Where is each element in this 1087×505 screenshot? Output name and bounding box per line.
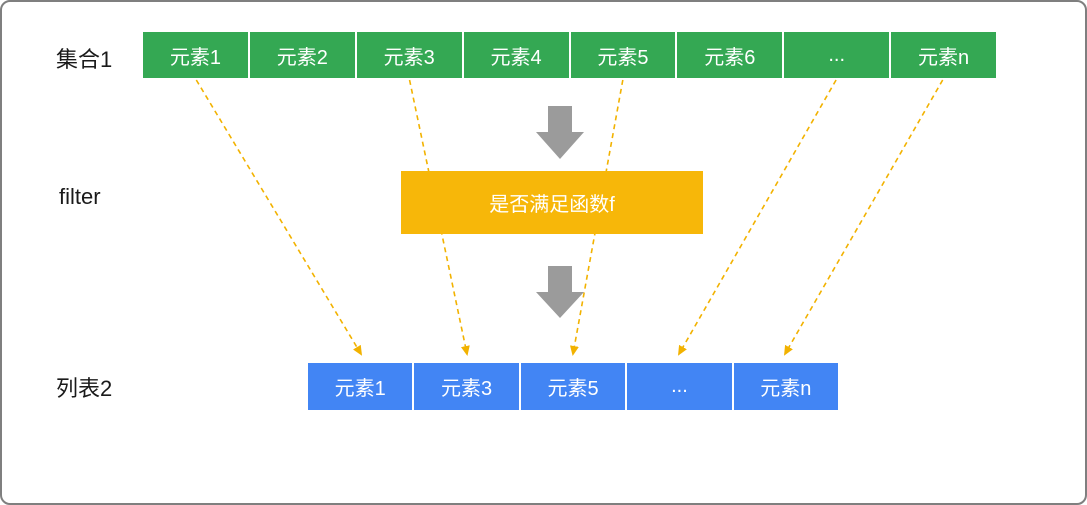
down-arrow-icon: [536, 106, 584, 159]
result-row-label: 列表2: [56, 376, 113, 401]
source-element: 元素n: [889, 32, 996, 78]
source-element: 元素2: [247, 32, 355, 78]
source-element: 元素3: [354, 32, 462, 78]
result-element: 元素5: [518, 363, 626, 410]
source-element: ...: [782, 32, 890, 78]
filter-connection-line: [784, 79, 944, 356]
source-element: 元素6: [675, 32, 783, 78]
source-row-label: 集合1: [56, 47, 113, 72]
result-element: ...: [625, 363, 732, 410]
filter-connection-line: [678, 79, 837, 356]
result-element: 元素n: [731, 363, 839, 410]
down-arrow-icon: [536, 266, 584, 318]
source-element: 元素1: [143, 32, 248, 78]
filter-connection-line: [195, 79, 363, 356]
filter-predicate-box: 是否满足函数f: [401, 171, 703, 234]
filter-label: filter: [59, 184, 101, 209]
result-element: 元素1: [308, 363, 413, 410]
source-element: 元素5: [568, 32, 676, 78]
source-element: 元素4: [461, 32, 569, 78]
result-element: 元素3: [412, 363, 519, 410]
